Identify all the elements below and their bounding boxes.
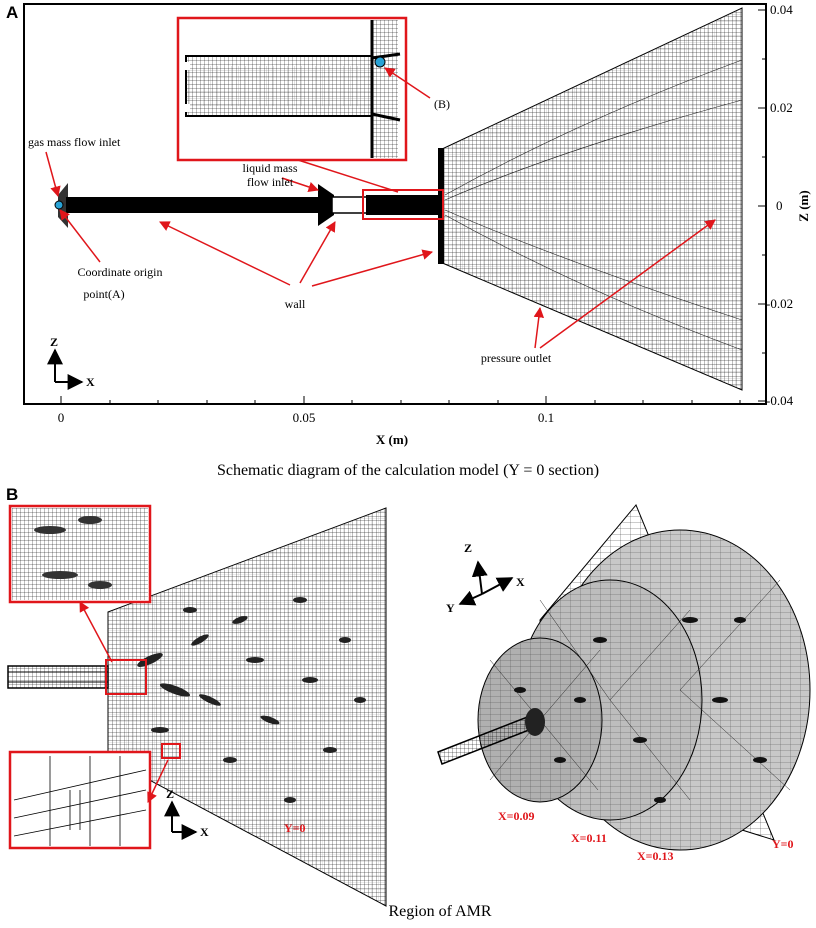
z-tick-label: -0.02 <box>766 296 793 311</box>
amr-inset-top <box>8 504 152 604</box>
zoom-region-box <box>362 189 444 220</box>
amr-zoom-box-1 <box>105 659 147 695</box>
x011-label: X=0.11 <box>571 831 607 845</box>
amr-zoom-box-2 <box>161 743 181 759</box>
x-tick-label: 0.1 <box>538 410 554 425</box>
inset-zoom-box <box>176 16 408 162</box>
x-tick-label: 0.05 <box>293 410 316 425</box>
y0-left-label: Y=0 <box>284 821 306 835</box>
x-axis-label: X (m) <box>376 432 408 447</box>
z-tick-label: -0.04 <box>766 393 794 408</box>
inset-bottom-arrow <box>147 759 169 803</box>
axis-z-label: Z <box>50 335 58 349</box>
axis-x-label: X <box>86 375 95 389</box>
pressure-outlet-label: pressure outlet <box>481 351 552 365</box>
liquid-inlet-label-line2: flow inlet <box>247 175 294 189</box>
axis-triad-b <box>164 800 198 840</box>
inset-connector <box>297 159 399 193</box>
amr-3d-view <box>437 504 811 851</box>
axis3d-x-label: X <box>516 575 525 589</box>
panel-a-plot-frame <box>23 3 767 405</box>
wall-label: wall <box>285 297 306 311</box>
axis-triad-3d <box>458 560 514 606</box>
amr-2d-mesh <box>7 507 387 907</box>
origin-marker <box>54 200 64 210</box>
y0-right-label: Y=0 <box>772 837 794 851</box>
outlet-mesh-fan <box>438 7 743 391</box>
point-b-label: (B) <box>434 97 450 111</box>
axis3d-y-label: Y <box>446 601 455 615</box>
gas-inlet-label: gas mass flow inlet <box>28 135 121 149</box>
axis-z-label: Z <box>166 787 174 801</box>
liquid-inlet-label-line1: liquid mass <box>242 161 297 175</box>
panel-a-letter: A <box>6 3 18 22</box>
z-tick-label: 0.04 <box>770 2 793 17</box>
point-b-marker <box>374 56 386 68</box>
x013-label: X=0.13 <box>637 849 674 863</box>
panel-b-caption: Region of AMR <box>388 903 491 920</box>
x009-label: X=0.09 <box>498 809 535 823</box>
panel-b-letter: B <box>6 485 18 504</box>
inset-top-arrow <box>79 601 113 663</box>
panel-a-caption: Schematic diagram of the calculation mod… <box>217 462 599 479</box>
amr-inset-bottom <box>8 750 152 850</box>
axis3d-z-label: Z <box>464 541 472 555</box>
axis-x-label: X <box>200 825 209 839</box>
z-tick-label: 0.02 <box>770 100 793 115</box>
origin-label-line2: point(A) <box>83 287 124 301</box>
z-axis-label: Z (m) <box>796 190 811 221</box>
origin-label-line1: Coordinate origin <box>78 265 163 279</box>
panel-a-annotation-arrows <box>45 67 716 349</box>
axis-triad-a <box>47 348 84 390</box>
x-tick-label: 0 <box>58 410 65 425</box>
z-tick-label: 0 <box>776 198 783 213</box>
